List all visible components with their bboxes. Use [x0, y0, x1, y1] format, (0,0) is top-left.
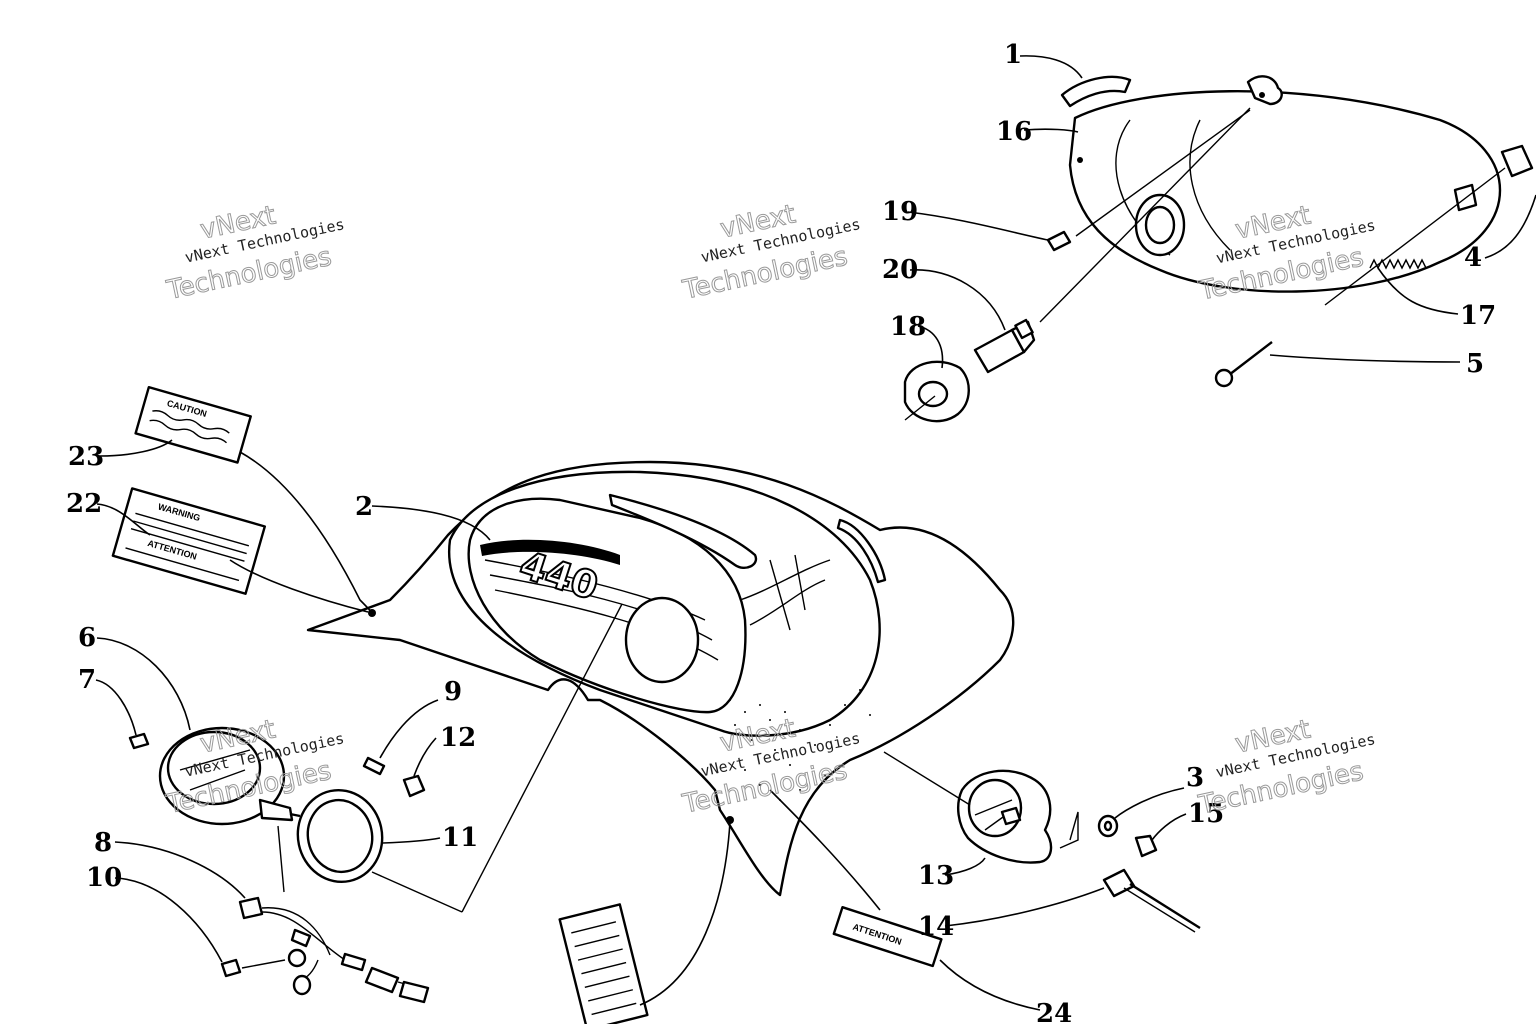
part-1-bracket	[1060, 75, 1132, 108]
part-19-screw	[1046, 230, 1072, 252]
console-hood: 440	[306, 460, 1015, 897]
callout-1: 1	[1004, 40, 1022, 70]
bottom-warning-decal	[558, 903, 649, 1024]
callout-11: 11	[442, 823, 478, 853]
callout-13: 13	[918, 861, 954, 891]
part-5-adjusting-screw	[1214, 341, 1273, 388]
callout-numbers: 1 2 3 4 5 6 7 8 9 10 11 12 13 14 15 16 1…	[66, 40, 1496, 1024]
watermark-center-top: vNext vNext Technologies Technologies	[679, 199, 862, 306]
callout-4: 4	[1464, 243, 1482, 273]
part-7-screw	[128, 732, 150, 750]
callout-8: 8	[94, 828, 112, 858]
callout-10: 10	[86, 863, 122, 893]
callout-5: 5	[1466, 349, 1484, 379]
callout-14: 14	[918, 912, 954, 942]
part-23-caution-decal: CAUTION	[134, 385, 252, 464]
callout-6: 6	[78, 623, 96, 653]
callout-17: 17	[1460, 301, 1496, 331]
part-12-nut	[402, 774, 426, 798]
callout-16: 16	[996, 117, 1032, 147]
part-17-spring	[1369, 258, 1427, 270]
leader-lines	[95, 55, 1536, 1011]
part-8-wiring-harness	[238, 896, 430, 1004]
part-3-washer	[1097, 814, 1119, 838]
part-18-retaining-ring	[903, 360, 970, 423]
part-20-bulb	[973, 318, 1036, 374]
callout-9: 9	[444, 677, 462, 707]
callout-22: 22	[66, 489, 102, 519]
callout-23: 23	[68, 442, 104, 472]
part-22-warning-decal: WARNING ATTENTION	[111, 487, 267, 595]
callout-12: 12	[440, 723, 476, 753]
headlight-assembly	[903, 75, 1534, 423]
callout-24: 24	[1036, 999, 1072, 1024]
callout-18: 18	[890, 312, 926, 342]
part-10-bulb	[220, 958, 242, 978]
part-4-clip	[1500, 144, 1534, 178]
callout-2: 2	[355, 492, 373, 522]
part-13-gauge-housing	[956, 769, 1053, 864]
callout-3: 3	[1186, 763, 1204, 793]
watermark-left-top: vNext vNext Technologies Technologies	[163, 200, 346, 307]
callout-19: 19	[882, 197, 918, 227]
part-11-ring	[296, 788, 384, 884]
part-15-nut	[1134, 834, 1158, 858]
callout-15: 15	[1188, 799, 1224, 829]
part-14-cable	[1102, 868, 1201, 933]
callout-20: 20	[882, 255, 918, 285]
part-9-stud	[362, 756, 386, 776]
part-6-gauge	[158, 726, 301, 826]
part-24-attention-decal: ATTENTION	[832, 905, 943, 968]
callout-7: 7	[78, 665, 96, 695]
watermark-right-bottom: vNext vNext Technologies Technologies	[1195, 714, 1377, 821]
